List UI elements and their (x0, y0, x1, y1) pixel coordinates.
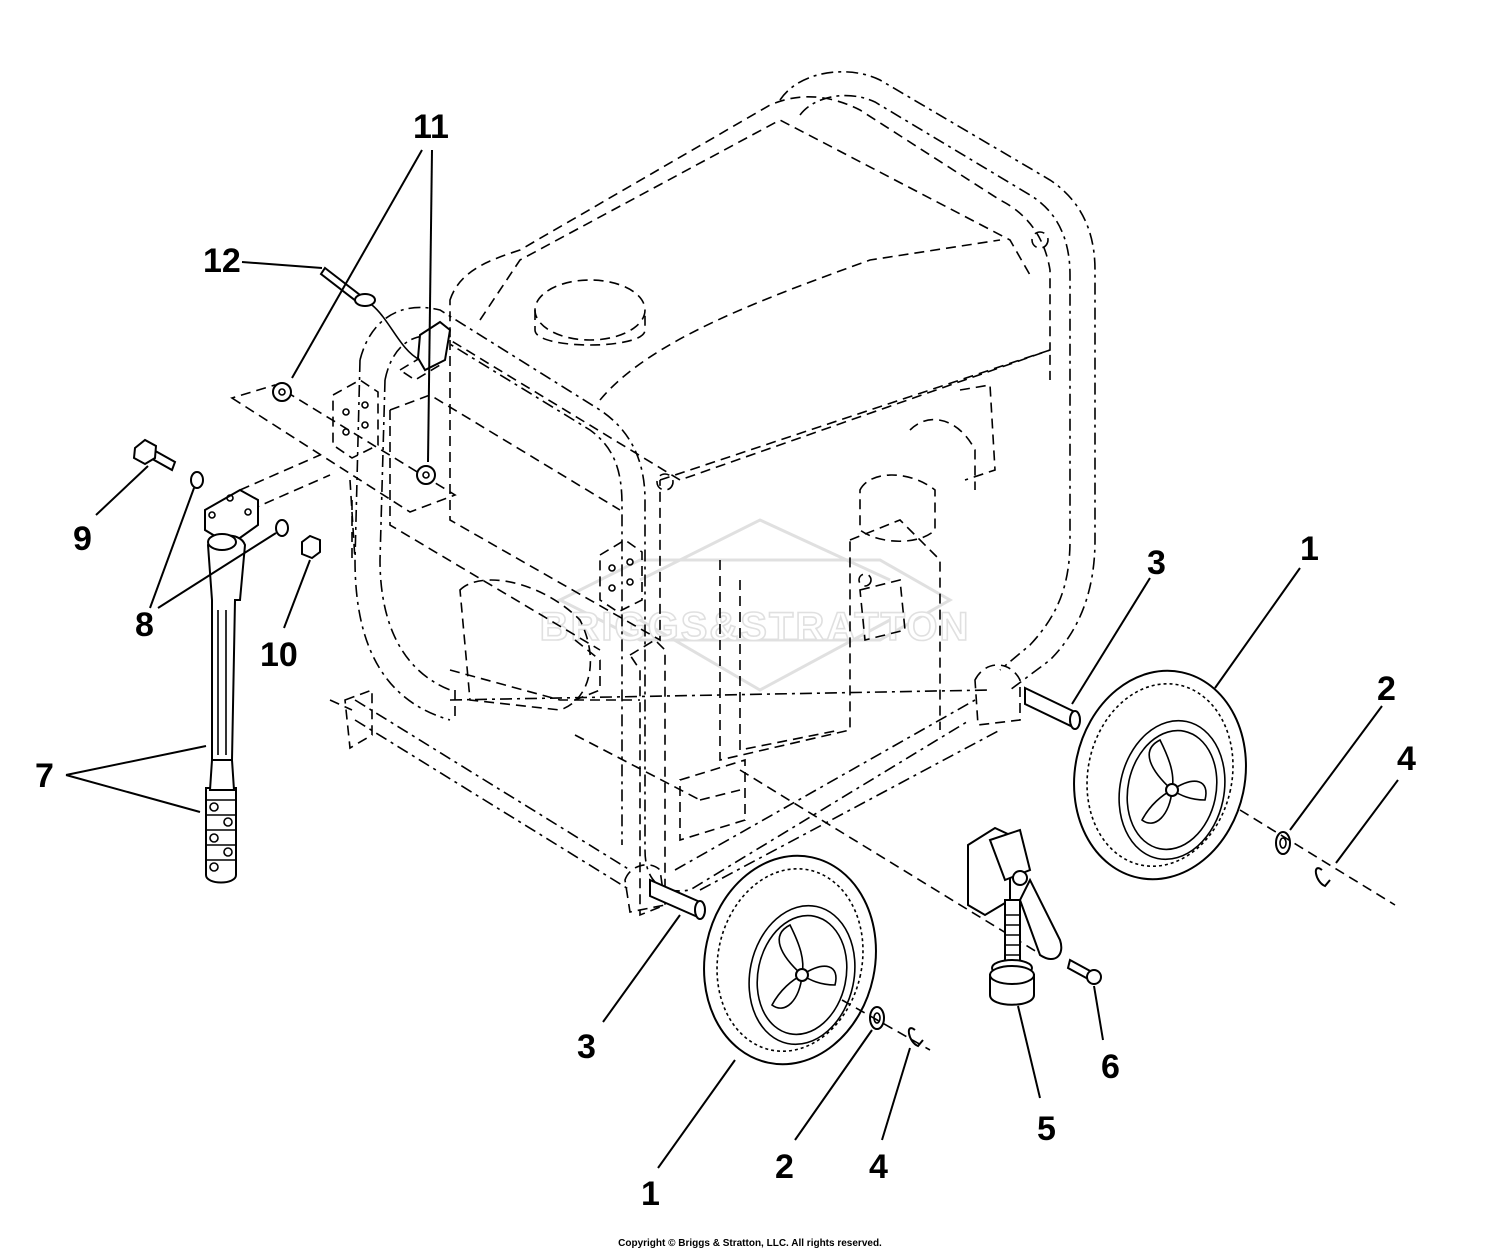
engine-and-tank-outline (389, 96, 1051, 842)
callout-3-bottom: 3 (577, 1028, 596, 1066)
support-foot-assembly (967, 826, 1102, 1006)
copyright-notice: Copyright © Briggs & Stratton, LLC. All … (618, 1238, 882, 1249)
frame-brackets (329, 379, 1021, 917)
washers-and-clips (869, 831, 1331, 1048)
callout-leader-lines (65, 149, 1399, 1169)
callout-4-bottom: 4 (869, 1148, 888, 1186)
callout-2-bottom: 2 (775, 1148, 794, 1186)
callout-9: 9 (73, 520, 92, 558)
brand-watermark: BRIGGS&STRATTON (539, 518, 971, 692)
watermark-text: BRIGGS&STRATTON (540, 605, 971, 649)
callout-10: 10 (260, 636, 298, 674)
callout-1-right: 1 (1300, 530, 1319, 568)
wheel-right (1073, 669, 1247, 881)
handle-assembly (132, 438, 321, 884)
generator-frame-outline (354, 71, 1096, 892)
wheel-front (703, 854, 877, 1066)
callout-6: 6 (1101, 1048, 1120, 1086)
callout-3-right: 3 (1147, 544, 1166, 582)
pin-and-washers (272, 266, 452, 485)
callout-8: 8 (135, 606, 154, 644)
callout-5: 5 (1037, 1110, 1056, 1148)
callout-numbers: 11 12 9 8 10 7 3 1 2 4 3 6 5 2 4 1 (35, 108, 1416, 1213)
callout-7: 7 (35, 757, 54, 795)
assembly-center-lines (230, 384, 1396, 1051)
callout-12: 12 (203, 242, 241, 280)
axle-stubs (649, 686, 1081, 920)
callout-2-right: 2 (1377, 670, 1396, 708)
callout-1-bottom: 1 (641, 1175, 660, 1213)
callout-11: 11 (413, 108, 449, 146)
callout-4-right: 4 (1397, 740, 1416, 778)
